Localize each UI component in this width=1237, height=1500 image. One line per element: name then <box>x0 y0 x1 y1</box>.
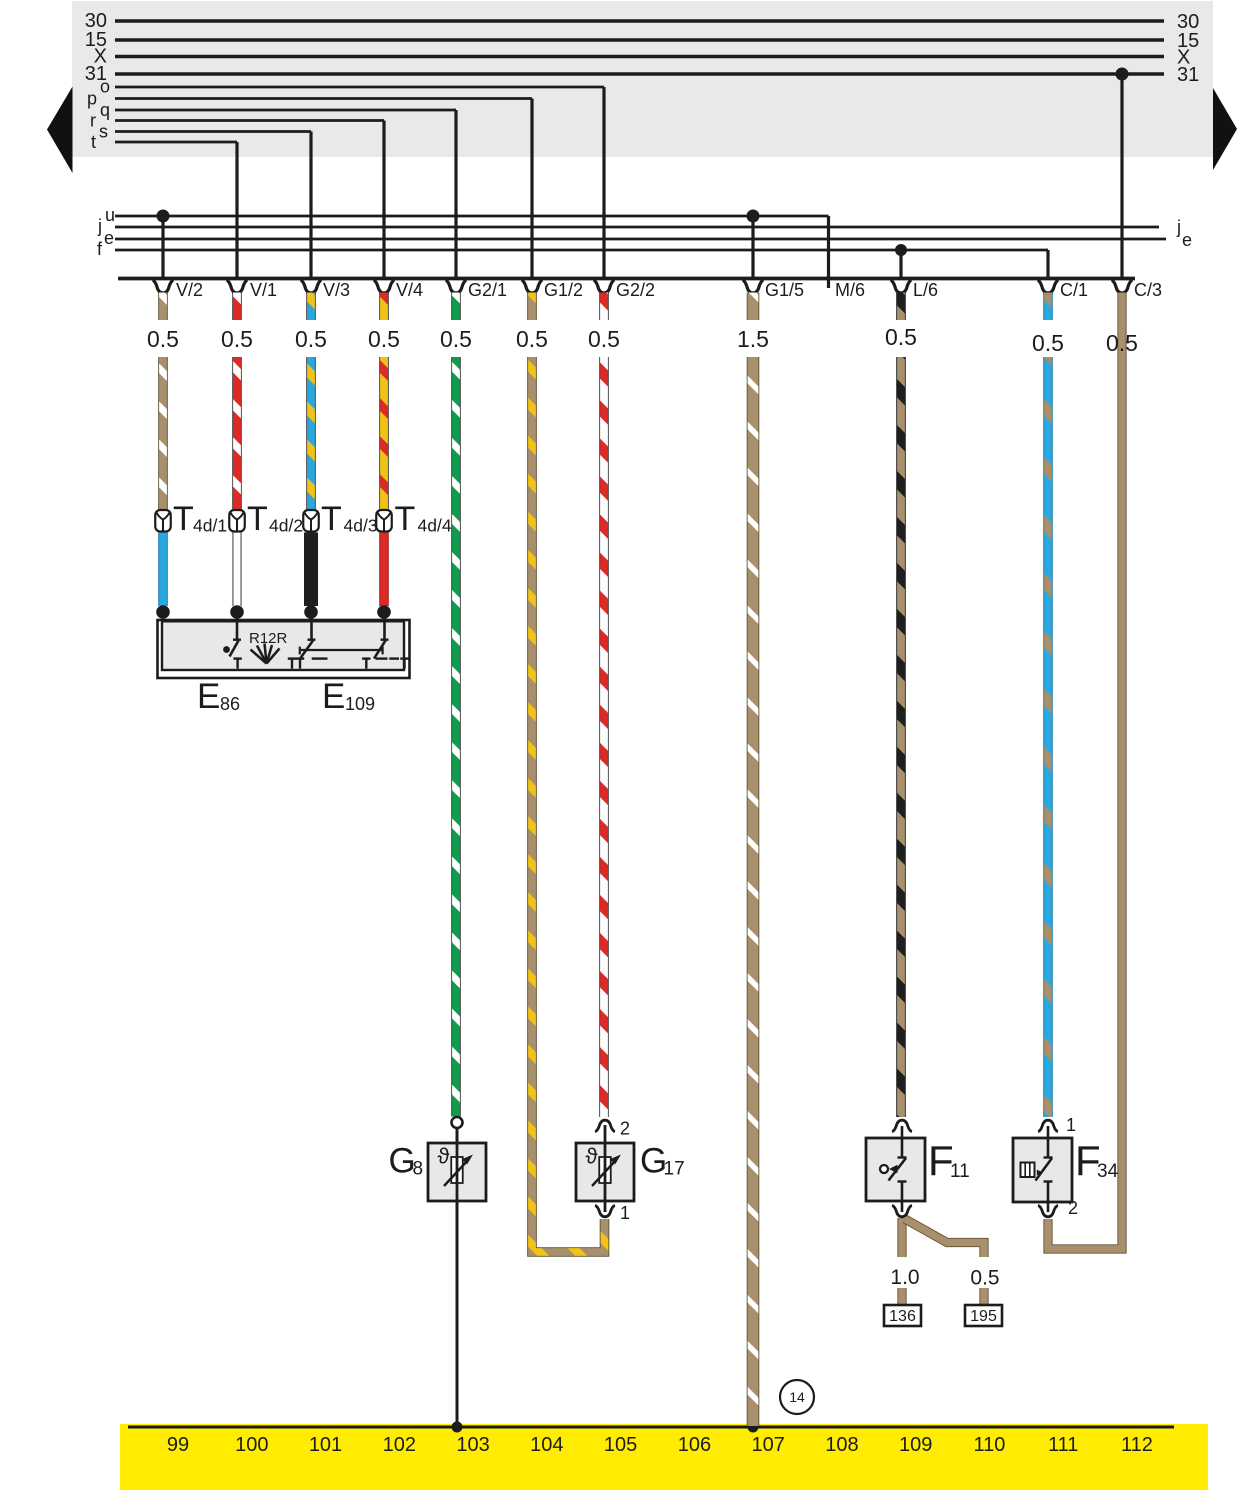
svg-text:86: 86 <box>220 694 240 714</box>
svg-text:V/4: V/4 <box>396 280 423 300</box>
svg-text:14: 14 <box>789 1389 805 1405</box>
svg-text:j: j <box>97 216 102 236</box>
svg-text:0.5: 0.5 <box>440 326 472 352</box>
svg-text:0.5: 0.5 <box>588 326 620 352</box>
svg-text:4d/1: 4d/1 <box>193 516 227 536</box>
svg-text:R12R: R12R <box>249 630 288 647</box>
svg-text:X: X <box>94 46 107 68</box>
svg-text:0.5: 0.5 <box>1032 330 1064 356</box>
svg-text:G: G <box>640 1142 667 1181</box>
svg-text:17: 17 <box>664 1159 685 1180</box>
svg-text:102: 102 <box>383 1434 416 1456</box>
svg-text:V/3: V/3 <box>323 280 350 300</box>
svg-text:112: 112 <box>1121 1434 1153 1456</box>
svg-text:195: 195 <box>970 1308 997 1325</box>
svg-text:0.5: 0.5 <box>147 326 179 352</box>
svg-text:t: t <box>91 132 96 152</box>
svg-text:1: 1 <box>620 1203 630 1223</box>
svg-text:T: T <box>173 500 194 538</box>
svg-text:T: T <box>395 500 416 538</box>
svg-text:F: F <box>928 1137 954 1184</box>
svg-text:103: 103 <box>456 1434 489 1456</box>
svg-text:30: 30 <box>1177 11 1199 33</box>
svg-text:e: e <box>104 228 114 248</box>
svg-text:E: E <box>322 677 345 716</box>
svg-text:1.5: 1.5 <box>737 326 769 352</box>
svg-text:G1/5: G1/5 <box>765 280 804 300</box>
svg-text:108: 108 <box>825 1434 858 1456</box>
svg-text:0.5: 0.5 <box>1106 330 1138 356</box>
svg-text:2: 2 <box>1068 1198 1078 1218</box>
svg-text:f: f <box>97 239 103 259</box>
svg-text:M/6: M/6 <box>835 280 865 300</box>
svg-text:V/2: V/2 <box>176 280 203 300</box>
svg-text:4d/3: 4d/3 <box>344 516 378 536</box>
svg-text:e: e <box>1182 230 1192 250</box>
svg-text:G: G <box>389 1142 416 1181</box>
svg-text:G2/2: G2/2 <box>616 280 655 300</box>
svg-text:j: j <box>1176 217 1181 237</box>
svg-text:F: F <box>1075 1137 1101 1184</box>
svg-text:0.5: 0.5 <box>368 326 400 352</box>
svg-text:15: 15 <box>85 29 107 51</box>
svg-text:E: E <box>197 677 220 716</box>
svg-text:107: 107 <box>752 1434 785 1456</box>
svg-text:0.5: 0.5 <box>221 326 253 352</box>
svg-text:0.5: 0.5 <box>516 326 548 352</box>
svg-text:C/3: C/3 <box>1134 280 1162 300</box>
svg-text:1: 1 <box>1066 1115 1076 1135</box>
svg-text:L/6: L/6 <box>913 280 938 300</box>
svg-text:G2/1: G2/1 <box>468 280 507 300</box>
svg-text:101: 101 <box>309 1434 342 1456</box>
svg-text:110: 110 <box>974 1434 1006 1456</box>
svg-text:X: X <box>1177 47 1190 69</box>
svg-text:104: 104 <box>530 1434 563 1456</box>
svg-text:111: 111 <box>1048 1434 1078 1456</box>
svg-text:11: 11 <box>950 1161 970 1182</box>
svg-text:0.5: 0.5 <box>970 1267 999 1290</box>
svg-text:s: s <box>99 122 108 142</box>
svg-text:100: 100 <box>235 1434 268 1456</box>
svg-text:31: 31 <box>1177 64 1199 86</box>
svg-text:34: 34 <box>1097 1161 1119 1182</box>
svg-text:p: p <box>87 89 97 109</box>
svg-text:V/1: V/1 <box>250 280 277 300</box>
svg-text:8: 8 <box>413 1159 424 1180</box>
svg-text:G1/2: G1/2 <box>544 280 583 300</box>
svg-text:30: 30 <box>85 10 107 32</box>
svg-text:99: 99 <box>167 1434 189 1456</box>
svg-text:105: 105 <box>604 1434 637 1456</box>
svg-text:31: 31 <box>85 63 107 85</box>
svg-text:C/1: C/1 <box>1060 280 1088 300</box>
svg-text:ϑ: ϑ <box>438 1144 450 1169</box>
svg-text:q: q <box>100 100 110 120</box>
svg-text:0.5: 0.5 <box>885 324 917 350</box>
svg-text:0.5: 0.5 <box>295 326 327 352</box>
svg-text:106: 106 <box>678 1434 711 1456</box>
svg-text:o: o <box>100 77 110 97</box>
svg-text:1.0: 1.0 <box>890 1266 919 1289</box>
svg-text:2: 2 <box>620 1119 630 1139</box>
svg-text:15: 15 <box>1177 30 1199 52</box>
svg-text:4d/4: 4d/4 <box>418 516 452 536</box>
svg-text:u: u <box>105 205 115 225</box>
svg-text:T: T <box>321 500 342 538</box>
svg-text:r: r <box>90 111 96 131</box>
svg-text:136: 136 <box>889 1308 916 1325</box>
svg-text:ϑ: ϑ <box>586 1144 598 1169</box>
svg-text:109: 109 <box>345 694 375 714</box>
svg-text:4d/2: 4d/2 <box>269 516 303 536</box>
svg-text:T: T <box>247 500 268 538</box>
svg-text:109: 109 <box>899 1434 932 1456</box>
